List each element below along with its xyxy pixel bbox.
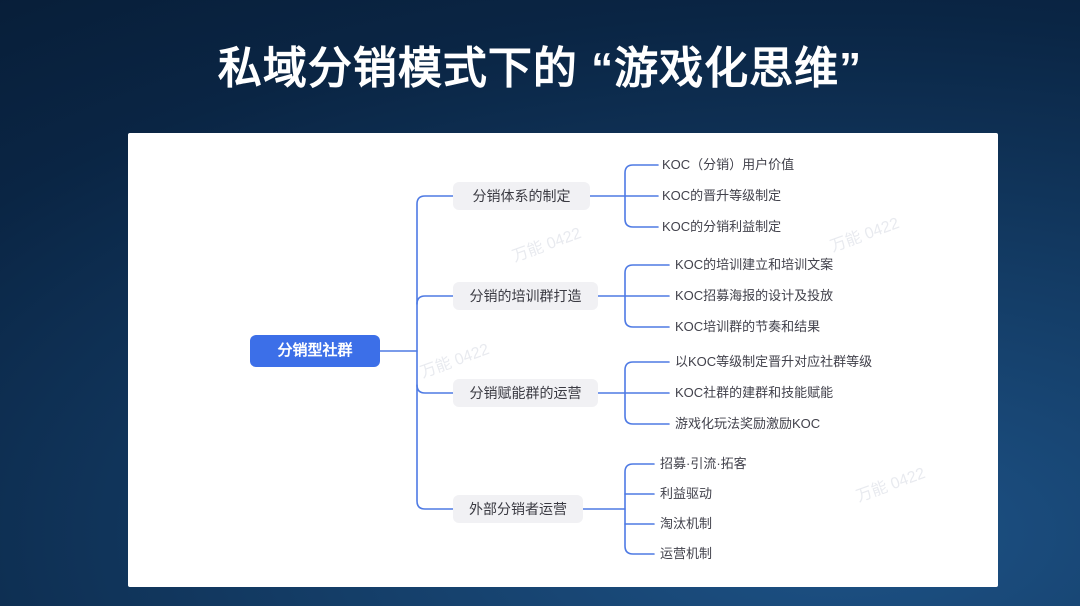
leaf-node: KOC（分销）用户价值 xyxy=(662,157,795,172)
branch-node-2: 分销的培训群打造 xyxy=(453,282,598,310)
leaf-node: 利益驱动 xyxy=(660,486,713,501)
branch-node-4: 外部分销者运营 xyxy=(453,495,583,523)
leaf-node: KOC的分销利益制定 xyxy=(662,219,782,234)
slide-title: 私域分销模式下的 “游戏化思维” xyxy=(217,44,863,93)
leaf-node: KOC培训群的节奏和结果 xyxy=(675,319,821,334)
leaf-node: 招募·引流·拓客 xyxy=(660,456,747,471)
leaf-node: KOC招募海报的设计及投放 xyxy=(675,288,834,303)
leaf-node: KOC社群的建群和技能赋能 xyxy=(675,385,834,400)
leaf-node: 游戏化玩法奖励激励KOC xyxy=(675,416,821,431)
leaf-node: 以KOC等级制定晋升对应社群等级 xyxy=(675,354,873,369)
leaf-node: 运营机制 xyxy=(660,546,713,561)
leaf-node: KOC的晋升等级制定 xyxy=(662,188,782,203)
root-node: 分销型社群 xyxy=(250,335,380,367)
branch-node-3: 分销赋能群的运营 xyxy=(453,379,598,407)
mindmap-connectors xyxy=(379,164,670,555)
mindmap-canvas: 分销型社群 分销体系的制定 分销的培训群打造 分销赋能群的运营 外部分销者运营 … xyxy=(128,133,998,587)
leaf-node: 淘汰机制 xyxy=(660,516,713,531)
branch-node-1: 分销体系的制定 xyxy=(453,182,590,210)
leaf-node: KOC的培训建立和培训文案 xyxy=(675,257,834,272)
